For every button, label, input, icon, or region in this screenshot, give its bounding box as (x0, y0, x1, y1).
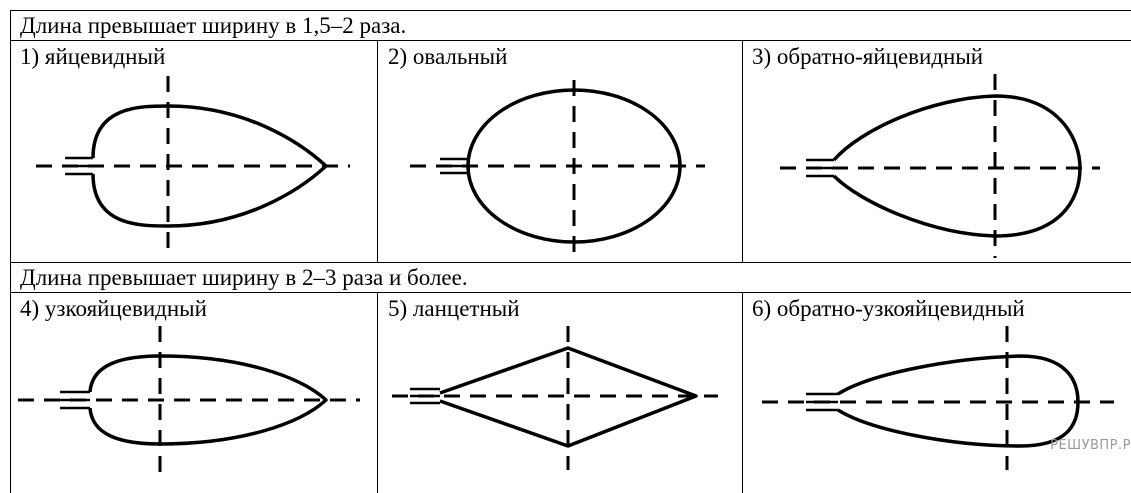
oval-leaf-icon (410, 80, 705, 258)
shape-label-narrow-ovate: 4) узкояйцевидный (20, 296, 207, 321)
column-divider (377, 292, 378, 493)
lanceolate-leaf-icon (392, 326, 718, 470)
table-border-left (10, 10, 11, 493)
table-divider (10, 292, 1131, 293)
narrow-ovate-leaf-icon (18, 326, 360, 482)
table-divider (10, 262, 1131, 263)
narrow-obovate-leaf-icon (762, 326, 1114, 470)
shape-label-lanceolate: 5) ланцетный (388, 296, 520, 321)
shape-label-oval: 2) овальный (388, 44, 508, 69)
table-divider (10, 40, 1131, 41)
shape-label-obovate: 3) обратно-яйцевидный (752, 44, 984, 69)
ovate-leaf-icon (36, 76, 350, 258)
shape-label-narrow-obovate: 6) обратно-узкояйцевидный (752, 296, 1025, 321)
group-header: Длина превышает ширину в 2–3 раза и боле… (20, 265, 468, 290)
shape-label-ovate: 1) яйцевидный (20, 44, 166, 69)
column-divider (377, 40, 378, 262)
watermark: РЕШУВПР.Р (1050, 438, 1131, 453)
column-divider (742, 292, 743, 493)
obovate-leaf-icon (780, 74, 1100, 258)
table-border-top (10, 10, 1131, 11)
column-divider (742, 40, 743, 262)
group-header: Длина превышает ширину в 1,5–2 раза. (20, 13, 407, 38)
